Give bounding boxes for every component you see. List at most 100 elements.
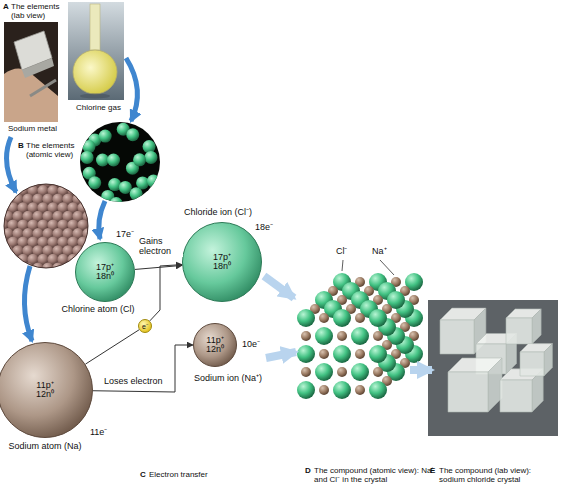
flow-arrow (266, 352, 296, 358)
panel-title: The elements (atomic view) (26, 141, 78, 159)
chlorine-sphere (143, 140, 156, 153)
cube-face (440, 320, 474, 354)
flask-neck (90, 4, 100, 50)
sodium-sphere (62, 176, 73, 187)
edge-label: Loses electron (104, 377, 163, 387)
gloved-hand (4, 68, 58, 122)
flow-arrow (126, 58, 137, 121)
sodium-sphere (0, 176, 4, 187)
connector-arrow (150, 265, 182, 321)
flow-arrow (24, 266, 32, 341)
sodium-ion-sphere (337, 367, 347, 377)
leader-line (380, 260, 394, 275)
chlorine-sphere (81, 151, 94, 164)
chlorine-sphere (147, 175, 160, 188)
nacl-crystal-model (297, 273, 423, 399)
flow-arrow (99, 201, 105, 239)
nucleus-count: 17p⁺ 18n⁰ (92, 263, 118, 282)
chlorine-molecules (80, 122, 160, 211)
molecule-spheres (81, 123, 160, 211)
cube-face (544, 344, 552, 376)
sodium-sphere (0, 271, 9, 282)
photo-background (68, 2, 124, 100)
chlorine-sphere (133, 153, 146, 166)
panel-title: The compound (lab view): sodium chloride… (439, 466, 557, 484)
leader-line (342, 260, 343, 271)
panel-letter: A (3, 2, 9, 11)
salt-cube (506, 309, 541, 344)
chlorine-molecule (130, 187, 147, 210)
chlorine-sphere (82, 140, 95, 153)
sodium-ion-sphere (319, 313, 329, 323)
electron-symbol: e⁻ (142, 323, 148, 330)
sodium-sphere (0, 262, 4, 273)
electron-count: 11e⁻ (90, 427, 107, 437)
salt-cube (520, 344, 552, 376)
ion-name: Sodium ion (Na⁺) (194, 373, 262, 383)
salt-cube (448, 358, 502, 412)
sodium-ion-sphere (319, 385, 329, 395)
sodium-ion-sphere (337, 331, 347, 341)
edge-label: Gains electron (139, 237, 183, 257)
chlorine-molecule (81, 140, 96, 164)
panel-letter: D (305, 466, 311, 475)
nucleus-count: 11p⁺ 12n⁰ (32, 381, 58, 400)
photo-caption: Chlorine gas (76, 103, 121, 112)
chlorine-sphere (119, 181, 132, 194)
sodium-sphere (2, 262, 13, 273)
sodium-sphere (0, 245, 4, 256)
chlorine-molecule (126, 153, 146, 174)
ion-name: Chloride ion (Cl⁻) (184, 207, 252, 217)
photo-caption: Sodium metal (8, 124, 57, 133)
ion-label: Cl⁻ (336, 246, 348, 256)
sodium-sphere (77, 185, 88, 196)
chloride-sphere (315, 327, 333, 345)
chloride-sphere (297, 309, 315, 327)
chlorine-gas-photo (68, 2, 124, 100)
flow-arrow (410, 366, 432, 374)
salt-cubes (440, 308, 552, 412)
sodium-ion-sphere (301, 331, 311, 341)
sodium-atom: 11p⁺ 12n⁰11e⁻Sodium atom (Na) (0, 342, 93, 438)
chlorine-molecule (96, 154, 120, 167)
circle-shape (139, 320, 152, 333)
electron-count: 17e⁻ (116, 229, 134, 239)
sodium-metal-photo (4, 22, 58, 122)
chloride-sphere (369, 381, 387, 399)
chloride-sphere (297, 381, 315, 399)
chlorine-molecule (117, 123, 140, 142)
chlorine-sphere (136, 176, 149, 189)
atom-name: Sodium atom (Na) (8, 441, 81, 451)
sodium-sphere (0, 254, 9, 265)
connector-arrow (93, 345, 193, 392)
cube-face (532, 309, 541, 344)
chlorine-sphere (126, 128, 139, 141)
panel-title: The elements (lab view) (11, 2, 63, 20)
cube-face (520, 352, 544, 376)
flask-shadow (80, 94, 110, 99)
chlorine-sphere (144, 151, 157, 164)
chloride-sphere (333, 309, 351, 327)
cube-face (506, 318, 532, 344)
sodium-sphere (72, 176, 83, 187)
sodium-ion-sphere (373, 331, 383, 341)
chlorine-atom: 17p⁺ 18n⁰17e⁻Chlorine atom (Cl) (75, 242, 135, 302)
sodium-ion-sphere (355, 313, 365, 323)
sodium-ion-sphere (319, 349, 329, 359)
sodium-sphere (57, 271, 68, 282)
chlorine-sphere (133, 198, 146, 211)
sodium-block-side (22, 58, 54, 78)
chlorine-sphere (107, 154, 120, 167)
sodium-sphere (0, 194, 4, 205)
molecule-ground (80, 122, 160, 202)
sodium-sphere (7, 271, 18, 282)
panel-letter: C (140, 470, 146, 479)
sodium-sphere (87, 202, 98, 213)
ion-label: Na⁺ (372, 246, 387, 256)
chlorine-molecule (136, 175, 160, 190)
sodium-sphere (12, 262, 23, 273)
sodium-sphere (82, 194, 93, 205)
chloride-sphere (315, 363, 333, 381)
sodium-sphere (0, 185, 9, 196)
